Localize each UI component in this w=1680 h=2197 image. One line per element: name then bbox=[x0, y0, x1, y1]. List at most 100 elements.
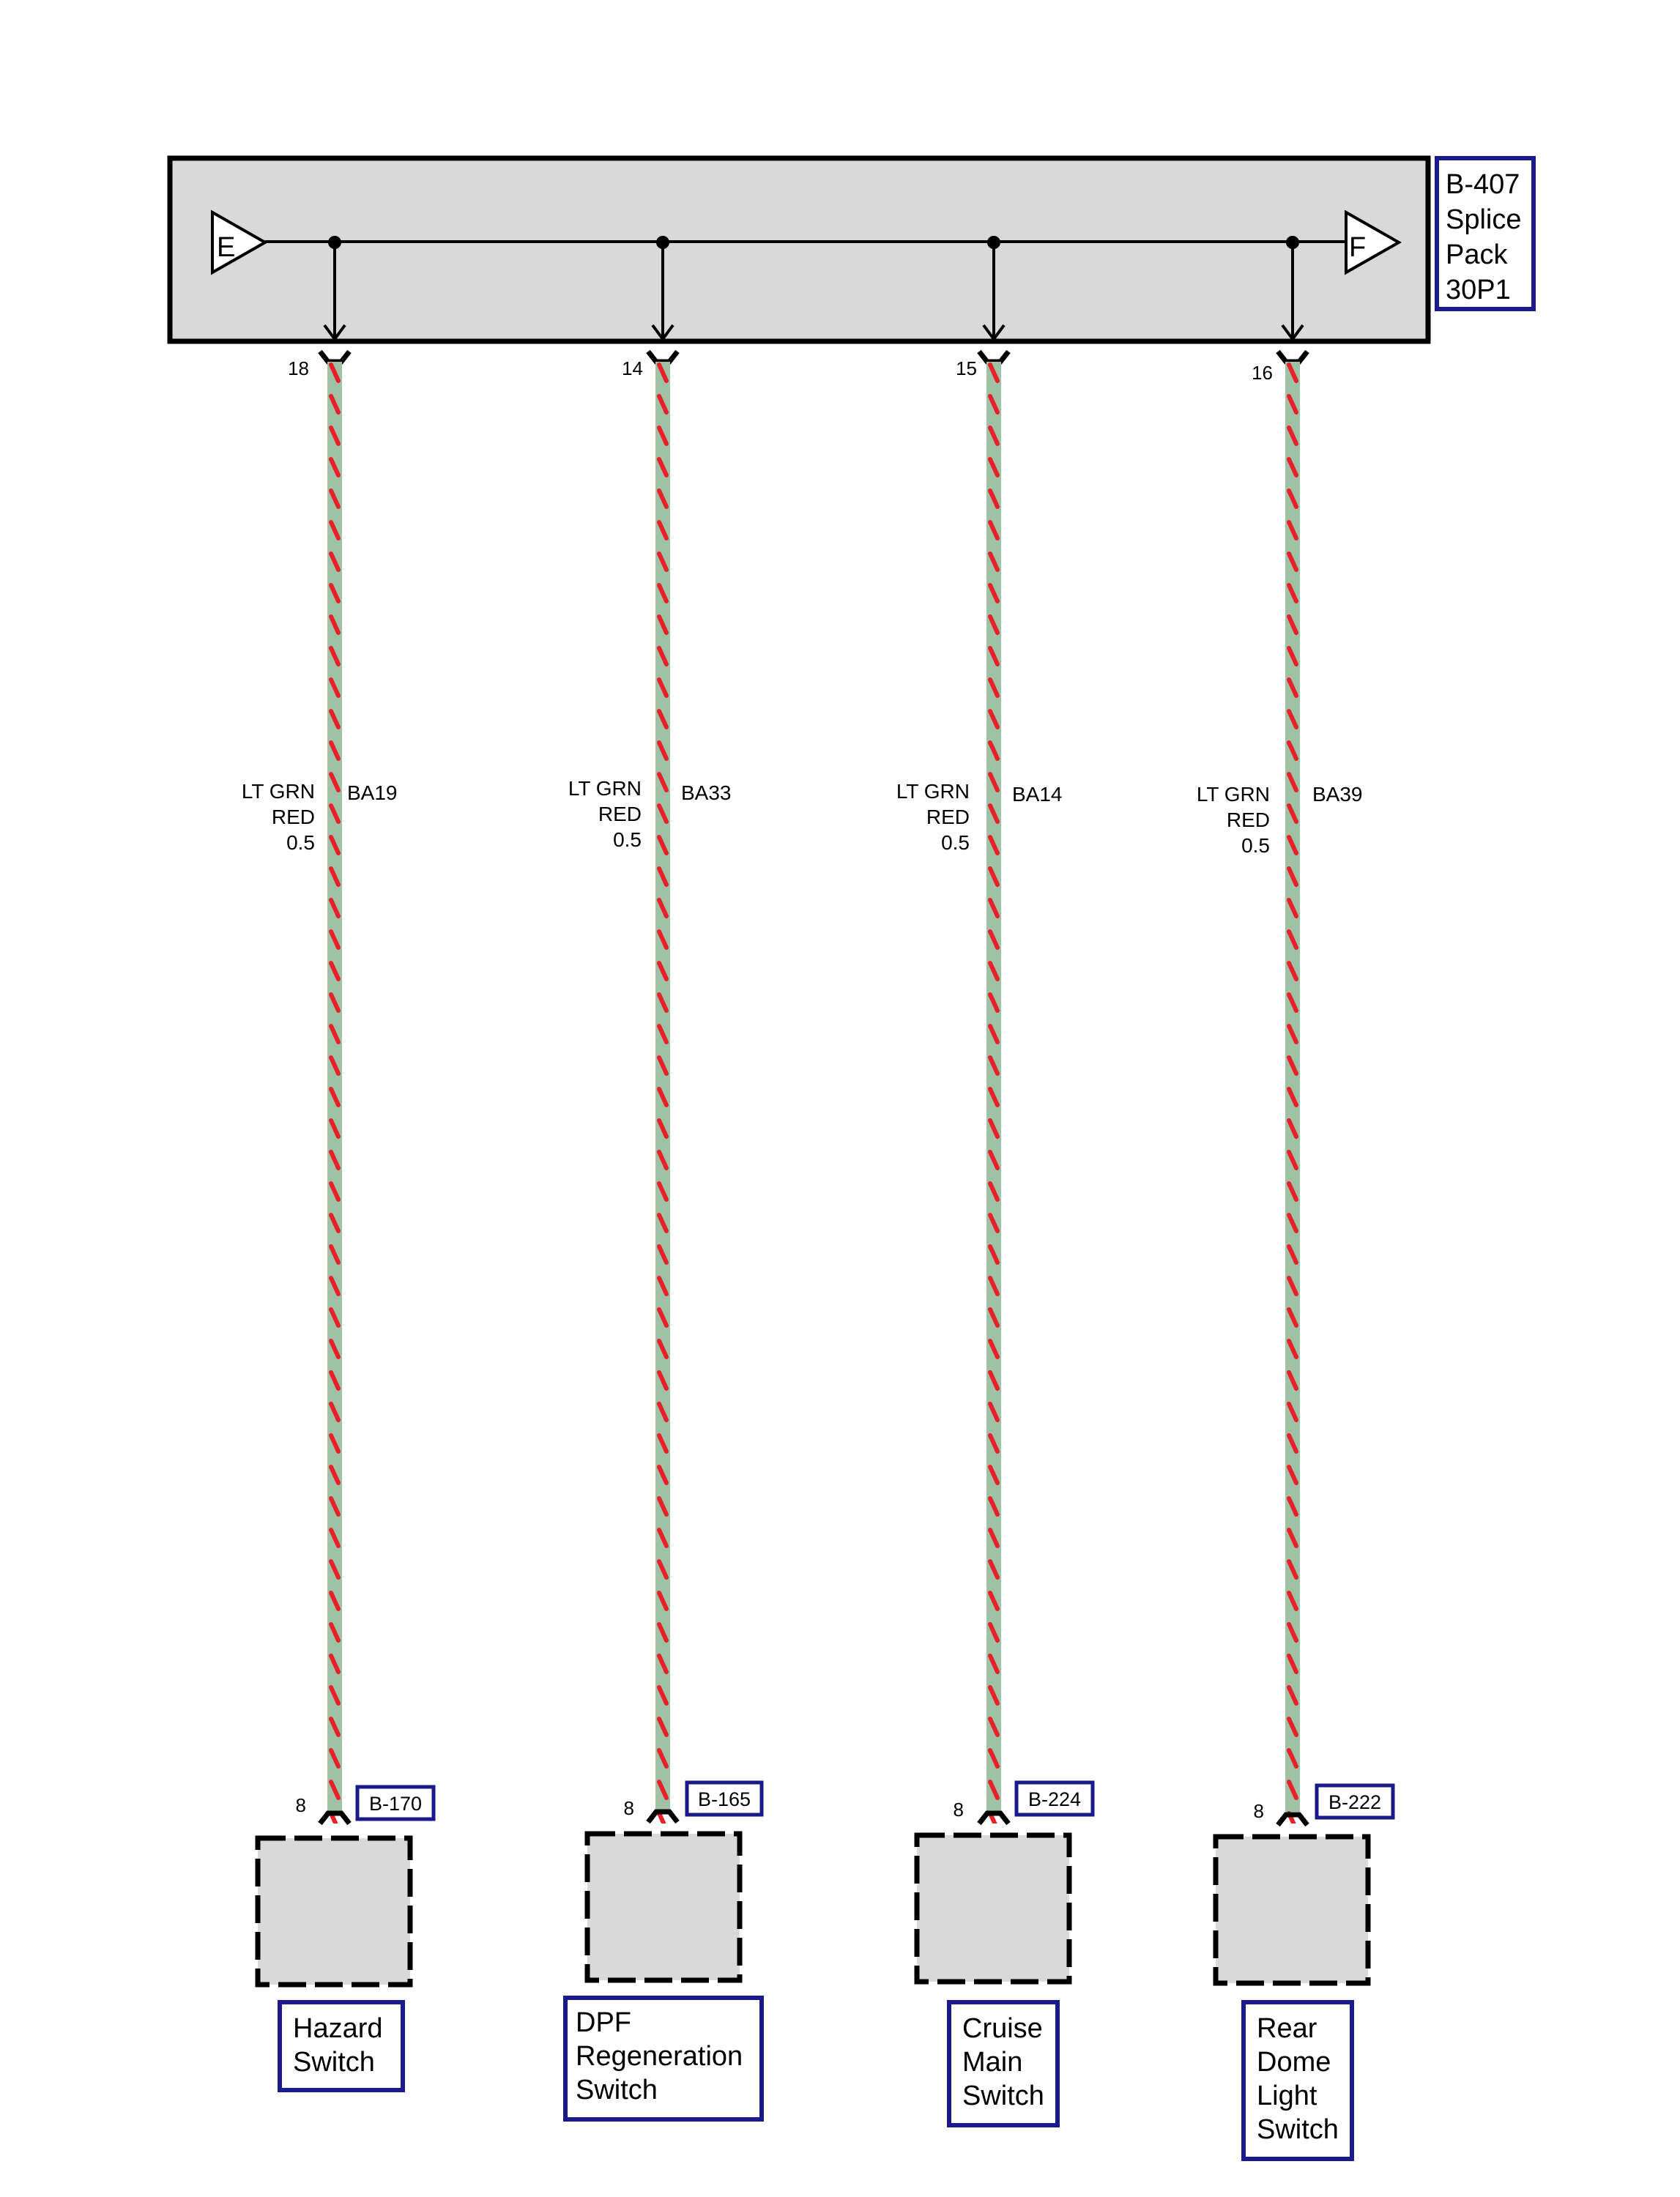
circuit-id: BA39 bbox=[1312, 783, 1363, 806]
wire-tracer-stripe bbox=[657, 677, 669, 698]
component-body bbox=[255, 1835, 413, 1988]
wire-tracer-stripe bbox=[329, 1244, 341, 1265]
splice-pack-label-line-3: Pack bbox=[1446, 239, 1508, 270]
wire-tracer-stripe bbox=[657, 1024, 669, 1044]
wire-tracer-stripe bbox=[657, 363, 669, 383]
wire-tracer-stripe bbox=[1287, 1780, 1298, 1800]
wire-tracer-stripe bbox=[988, 1433, 1000, 1454]
splice-pin-terminal-icon bbox=[646, 349, 680, 365]
wire-tracer-stripe bbox=[657, 1559, 669, 1580]
wire-tracer-stripe bbox=[1287, 740, 1298, 761]
wire-color-line-1: LT GRN bbox=[896, 780, 970, 803]
wire-tracer-stripe bbox=[1287, 1402, 1298, 1422]
wire-tracer-stripe bbox=[329, 772, 341, 792]
wire-tracer-stripe bbox=[988, 898, 1000, 918]
wire-tracer-stripe bbox=[329, 457, 341, 477]
wire-tracer-stripe bbox=[988, 551, 1000, 572]
splice-pin-number: 14 bbox=[622, 357, 643, 379]
wire-tracer-stripe bbox=[1287, 835, 1298, 855]
wire-color-line-2: RED bbox=[1227, 808, 1270, 831]
wire-tracer-stripe bbox=[988, 1622, 1000, 1643]
wire-tracer-stripe bbox=[988, 1465, 1000, 1485]
circuit-branch-2: 14 LT GRN RED 0.5 BA33 8 B-165 DPF Regen… bbox=[563, 236, 764, 2122]
wire-tracer-stripe bbox=[1287, 866, 1298, 887]
wire-tracer-stripe bbox=[1287, 992, 1298, 1013]
component-label-line-3: Light bbox=[1257, 2081, 1317, 2111]
wire-tracer-stripe bbox=[988, 1717, 1000, 1737]
wire-tracer-stripe bbox=[329, 1465, 341, 1485]
wire-stripes bbox=[329, 363, 341, 1824]
wire-tracer-stripe bbox=[329, 1780, 341, 1800]
component-label-box bbox=[1241, 2000, 1354, 2161]
wire-tracer-stripe bbox=[657, 646, 669, 666]
splice-pack-body bbox=[167, 155, 1431, 344]
connector-label-box bbox=[1014, 1780, 1095, 1817]
wire-color-line-1: LT GRN bbox=[1197, 783, 1270, 806]
splice-pack-label: B-407 Splice Pack 30P1 bbox=[1435, 156, 1536, 311]
component-body bbox=[914, 1832, 1072, 1985]
component-label-line-1: DPF bbox=[576, 2007, 631, 2038]
connector-id: B-222 bbox=[1328, 1791, 1381, 1813]
wire-tracer-stripe bbox=[657, 1465, 669, 1485]
wire-tracer-stripe bbox=[988, 677, 1000, 698]
wire-tracer-stripe bbox=[1287, 614, 1298, 635]
circuit-id: BA33 bbox=[681, 781, 732, 804]
wire-tracer-stripe bbox=[1287, 646, 1298, 666]
wire-tracer-stripe bbox=[1287, 1307, 1298, 1328]
wire-tracer-stripe bbox=[329, 1150, 341, 1170]
wire-tracer-stripe bbox=[1287, 1465, 1298, 1485]
wire-stripes bbox=[1287, 363, 1298, 1824]
wire-tracer-stripe bbox=[1287, 898, 1298, 918]
wire-tracer-stripe bbox=[329, 1559, 341, 1580]
wire-tracer-stripe bbox=[329, 614, 341, 635]
component-label-line-1: Hazard bbox=[293, 2013, 383, 2044]
wire-tracer-stripe bbox=[657, 1118, 669, 1139]
wire-tracer-stripe bbox=[1287, 1591, 1298, 1611]
wire-tracer-stripe bbox=[1287, 1654, 1298, 1674]
wire-stripes bbox=[988, 363, 1000, 1824]
wire-tracer-stripe bbox=[329, 1654, 341, 1674]
component-pin-terminal-icon bbox=[646, 1809, 680, 1824]
wire-tracer-stripe bbox=[1287, 1087, 1298, 1107]
wire-tracer-stripe bbox=[657, 709, 669, 729]
wire-color-line-2: RED bbox=[926, 806, 970, 828]
splice-pin-terminal-icon bbox=[318, 349, 352, 365]
wire-tracer-stripe bbox=[988, 583, 1000, 603]
wire-tracer-stripe bbox=[1287, 1150, 1298, 1170]
wire-gauge: 0.5 bbox=[613, 828, 642, 851]
wire-tracer-stripe bbox=[329, 992, 341, 1013]
wire-tracer-stripe bbox=[1287, 1118, 1298, 1139]
wire-gauge: 0.5 bbox=[941, 831, 970, 854]
wire-tracer-stripe bbox=[1287, 803, 1298, 824]
component-label-line-2: Main bbox=[962, 2047, 1022, 2078]
wire-tracer-stripe bbox=[1287, 583, 1298, 603]
component-pin-number: 8 bbox=[624, 1797, 634, 1819]
wire-tracer-stripe bbox=[329, 646, 341, 666]
wire-tracer-stripe bbox=[657, 583, 669, 603]
connector-id: B-165 bbox=[698, 1788, 751, 1810]
wire-stripes bbox=[657, 363, 669, 1824]
wire-tracer-stripe bbox=[329, 1811, 338, 1824]
component-label-line-2: Regeneration bbox=[576, 2041, 743, 2072]
component-label-line-3: Switch bbox=[962, 2081, 1044, 2111]
wire-tracer-stripe bbox=[988, 1780, 1000, 1800]
wire-tracer-stripe bbox=[988, 1370, 1000, 1391]
connector-label-box bbox=[355, 1785, 436, 1821]
wire-tracer-stripe bbox=[988, 1244, 1000, 1265]
wire-tracer-stripe bbox=[329, 677, 341, 698]
wire-tracer-stripe bbox=[1287, 551, 1298, 572]
wire-tracer-stripe bbox=[657, 1307, 669, 1328]
wire-tracer-stripe bbox=[657, 425, 669, 446]
wire-tracer-stripe bbox=[988, 1213, 1000, 1233]
wire-tracer-stripe bbox=[1287, 961, 1298, 981]
circuit-id: BA14 bbox=[1012, 783, 1063, 806]
component-label-box bbox=[947, 2000, 1060, 2127]
component-pin-terminal-icon bbox=[1276, 1812, 1309, 1827]
component-label-line-1: Cruise bbox=[962, 2013, 1043, 2044]
wire-tracer-stripe bbox=[988, 740, 1000, 761]
wire-tracer-stripe bbox=[657, 1339, 669, 1359]
component-body bbox=[1213, 1834, 1371, 1986]
wire-tracer-stripe bbox=[988, 1087, 1000, 1107]
wire-tracer-stripe bbox=[1287, 1024, 1298, 1044]
connector-label-box bbox=[685, 1780, 764, 1817]
